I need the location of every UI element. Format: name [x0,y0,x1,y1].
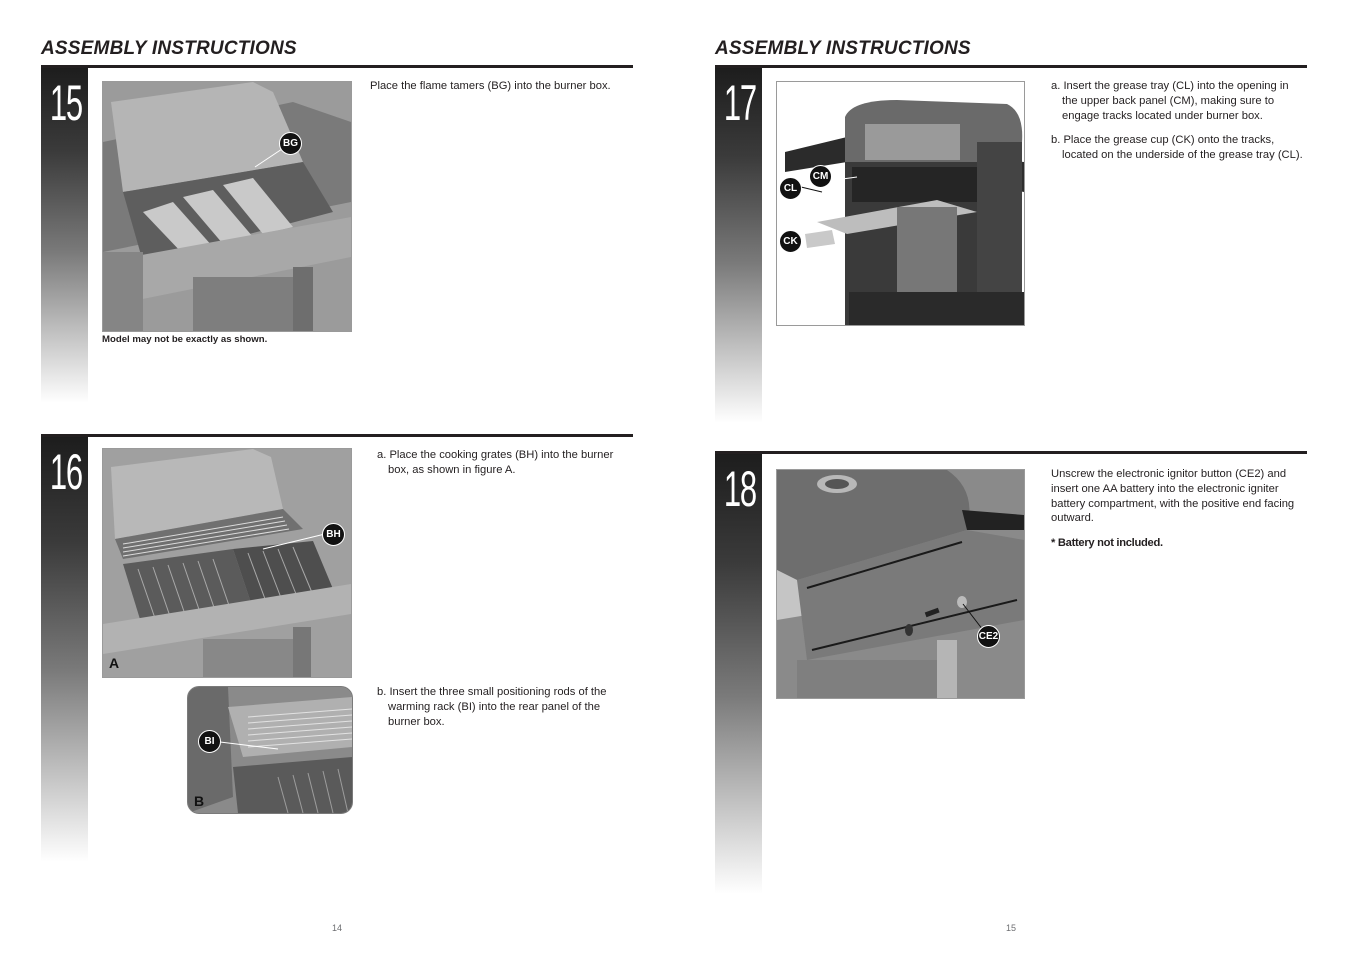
step-number: 17 [723,75,757,131]
step-18-instruction: Unscrew the electronic ignitor button (C… [1051,468,1295,525]
step-number: 18 [723,461,757,517]
step-16-instruction-a: a. Place the cooking grates (BH) into th… [377,449,614,476]
step-number: 15 [49,75,83,131]
heading-rule [715,65,1307,68]
step-15-text: Place the flame tamers (BG) into the bur… [370,79,632,104]
step-15-instruction: Place the flame tamers (BG) into the bur… [370,80,611,92]
step-18-rule [715,451,1307,454]
step-18-figure: CE2 [776,469,1025,699]
callout-ce2: CE2 [977,625,1000,648]
step-16-rule [41,434,633,437]
step-17-instruction-b: b. Place the grease cup (CK) onto the tr… [1051,134,1303,162]
grill-flame-tamers-illustration [103,82,351,331]
page-number: 14 [332,923,343,933]
grill-grease-tray-illustration [777,82,1024,325]
step-16-figure-b: BI B [187,686,353,814]
callout-bi: BI [198,730,221,753]
step-17-bar: 17 [715,68,762,423]
step-16-text-b: b. Insert the three small positioning ro… [377,685,629,739]
step-15-figure: BG [102,81,352,332]
step-15-bar: 15 [41,68,88,403]
step-18-bar: 18 [715,454,762,894]
callout-bh: BH [322,523,345,546]
step-17-figure: CM CL CK [776,81,1025,326]
step-16-bar: 16 [41,437,88,862]
callout-ck: CK [779,230,802,253]
heading-rule [41,65,633,68]
step-16-instruction-b: b. Insert the three small positioning ro… [377,686,607,728]
figure-caption: Model may not be exactly as shown. [102,334,268,345]
grill-ignitor-illustration [777,470,1024,698]
callout-cl: CL [779,177,802,200]
callout-cm: CM [809,165,832,188]
step-17-instruction-a: a. Insert the grease tray (CL) into the … [1051,80,1289,122]
step-17-text: a. Insert the grease tray (CL) into the … [1051,79,1307,173]
figure-label-a: A [109,655,120,671]
callout-bg: BG [279,132,302,155]
step-number: 16 [49,444,83,500]
right-page: ASSEMBLY INSTRUCTIONS 17 CM CL CK a. Ins… [674,0,1349,954]
page-heading: ASSEMBLY INSTRUCTIONS [715,38,971,59]
page-number: 15 [1006,923,1017,933]
step-18-text: Unscrew the electronic ignitor button (C… [1051,467,1307,561]
figure-label-b: B [194,793,205,809]
step-16-figure-a: BH A [102,448,352,678]
left-page: ASSEMBLY INSTRUCTIONS 15 BG Model may no… [0,0,674,954]
step-16-text-a: a. Place the cooking grates (BH) into th… [377,448,629,488]
page-heading: ASSEMBLY INSTRUCTIONS [41,38,297,59]
grill-cooking-grates-illustration [103,449,351,677]
battery-note: * Battery not included. [1051,537,1163,550]
